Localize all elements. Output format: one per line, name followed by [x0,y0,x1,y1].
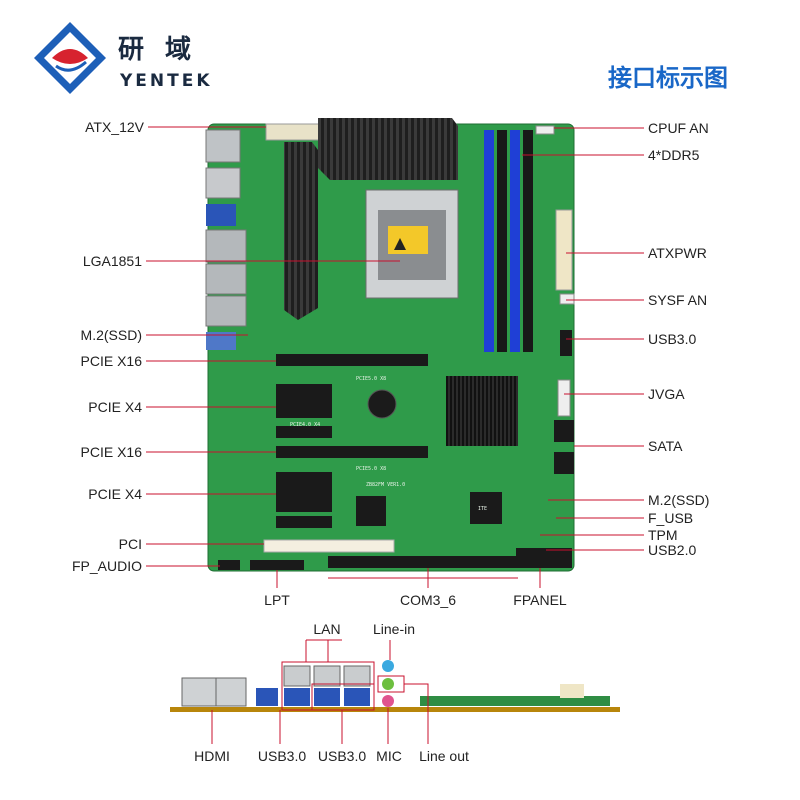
board-edge [420,696,610,706]
hdmi-port-1 [181,677,219,707]
pcie-x4-slot-2 [276,472,332,512]
fp-audio-header [218,560,240,570]
motherboard: PCIE5.0 X8 PCIE4.0 X4 PCIE5.0 X8 ZB82FM … [205,118,575,572]
label-mic: MIC [376,748,402,764]
silk-1: PCIE5.0 X8 [356,376,386,382]
label-tpm: TPM [648,527,678,543]
cmos-battery [367,389,397,419]
label-jvga: JVGA [648,386,685,402]
leader-line-out [404,683,429,744]
page-title: 接口标示图 [608,64,728,92]
brand-name-en: YENTEK [119,71,213,91]
label-atxpwr: ATXPWR [648,245,707,261]
lan-port-2 [313,665,341,687]
label-lan: LAN [313,621,340,637]
brand-logo: 研 域 YENTEK [34,22,213,94]
label-usb3-2: USB3.0 [318,748,366,764]
cpufan-header [535,125,555,135]
label-com3-6: COM3_6 [400,592,456,608]
label-usb2: USB2.0 [648,542,696,558]
line-out-jack [382,678,394,690]
label-hdmi: HDMI [194,748,230,764]
rear-io-stack [205,129,247,350]
label-ddr5: 4*DDR5 [648,147,700,163]
lan-port-3 [343,665,371,687]
label-pcie-x4-1: PCIE X4 [88,399,142,415]
label-pcie-x4-2: PCIE X4 [88,486,142,502]
cpu-socket [365,189,459,299]
label-fusb: F_USB [648,510,693,526]
usb3-port-group-2b [314,688,340,706]
label-usb3-1: USB3.0 [258,748,306,764]
vrm-heatsink-top [318,118,458,180]
usb3-port-group-1 [256,688,278,706]
vrm-heatsink-left [284,142,318,320]
label-fp-audio: FP_AUDIO [72,558,142,574]
label-sysfan: SYSF AN [648,292,707,308]
label-cpufan: CPUF AN [648,120,709,136]
ite-chip [470,492,502,524]
label-atx12v: ATX_12V [85,119,145,135]
atx12v-connector [265,123,321,141]
label-m2-ssd-right: M.2(SSD) [648,492,709,508]
label-line-out: Line out [419,748,469,764]
jvga-header [557,379,571,417]
label-pci: PCI [119,536,142,552]
silk-5: ITE [478,506,487,512]
left-callouts: ATX_12V LGA1851 M.2(SSD) PCIE X16 PCIE X… [72,119,400,574]
pci-slot [263,539,395,553]
atx-power-connector [555,209,573,291]
brand-name-cn: 研 域 [118,35,197,65]
mic-jack [382,695,394,707]
lpt-header [250,560,304,570]
bottom-callouts: LPT COM3_6 FPANEL [264,568,567,608]
label-pcie-x16-1: PCIE X16 [81,353,143,369]
board-edge-connector [560,684,584,698]
silk-3: PCIE5.0 X8 [356,466,386,472]
right-callouts: CPUF AN 4*DDR5 ATXPWR SYSF AN USB3.0 JVG… [522,120,709,558]
hdmi-port-2 [215,677,247,707]
sata-port-1 [554,420,574,442]
ddr5-slots [484,130,533,352]
label-pcie-x16-2: PCIE X16 [81,444,143,460]
usb3-port-group-2a [284,688,310,706]
usb3-header [560,330,572,356]
label-lga1851: LGA1851 [83,253,142,269]
pcie-x16-slot-2 [276,446,428,458]
label-lpt: LPT [264,592,290,608]
pcie-x4-slot-1b [276,426,332,438]
pcie-x4-slot-1 [276,384,332,418]
chipset-heatsink [446,376,518,446]
usb3-port-group-2c [344,688,370,706]
label-m2-ssd-left: M.2(SSD) [81,327,142,343]
line-in-jack [382,660,394,672]
label-usb3-header: USB3.0 [648,331,696,347]
super-io-chip [356,496,386,526]
com-headers [328,556,518,568]
label-fpanel: FPANEL [513,592,567,608]
silk-2: PCIE4.0 X4 [290,422,320,428]
pcie-x4-slot-2b [276,516,332,528]
label-line-in: Line-in [373,621,415,637]
fpanel-header [516,548,572,568]
rear-io-panel [170,660,620,712]
logo-icon [34,22,106,94]
sata-port-2 [554,452,574,474]
label-sata: SATA [648,438,683,454]
silk-4: ZB82FM VER1.0 [366,482,405,488]
sysfan-header [559,293,575,305]
lan-port-1 [283,665,311,687]
pcie-x16-slot-1 [276,354,428,366]
